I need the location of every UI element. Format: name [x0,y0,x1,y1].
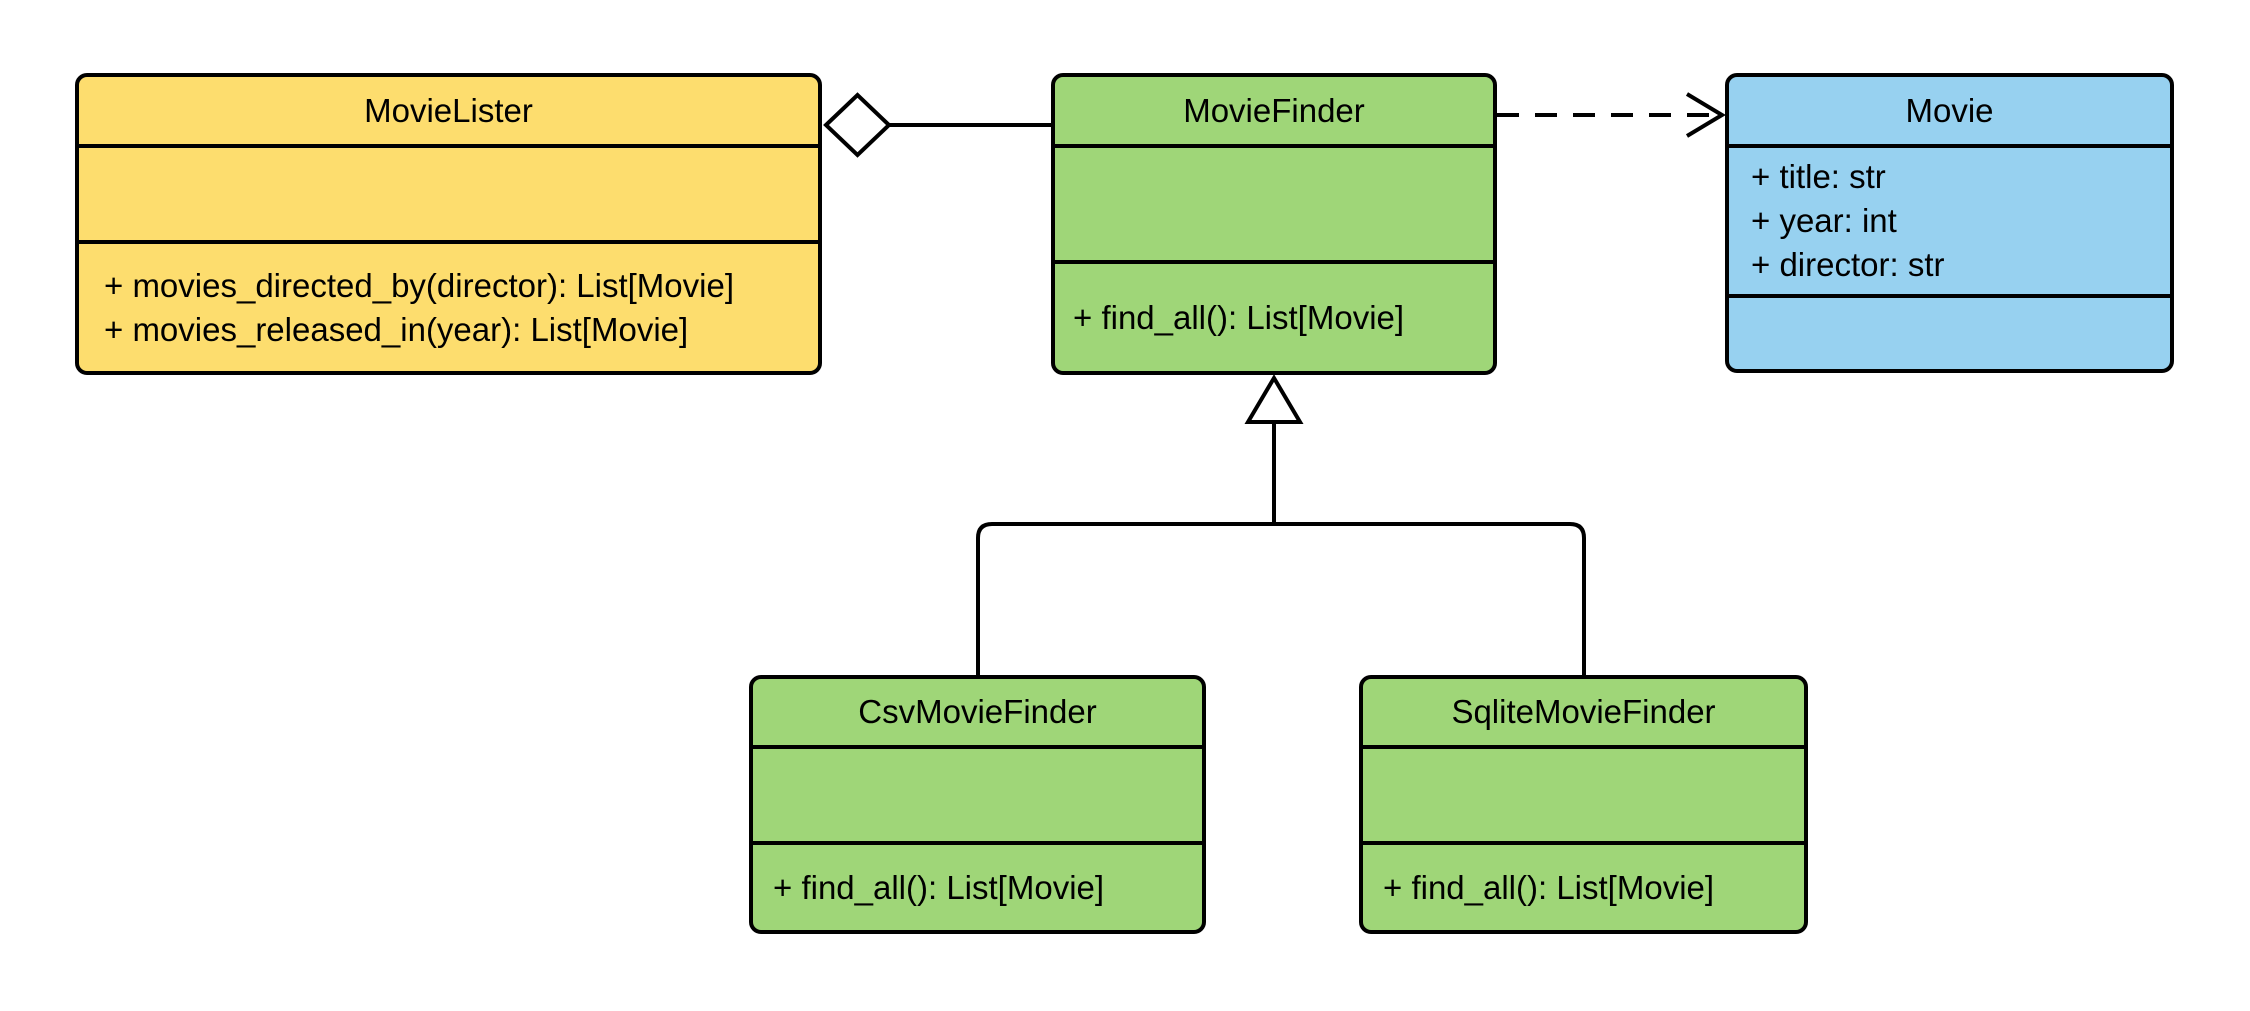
class-movielister-title: MovieLister [79,77,818,144]
class-movielister-attributes [79,144,818,240]
class-sqlitemoviefinder-title: SqliteMovieFinder [1363,679,1804,745]
attribute-item: + title: str [1751,158,1886,195]
method-item: + movies_directed_by(director): List[Mov… [104,266,734,304]
method-item: + find_all(): List[Movie] [773,868,1105,906]
class-movie-attributes: + title: str + year: int + director: str [1729,144,2170,294]
method-item: + movies_released_in(year): List[Movie] [104,310,689,348]
class-sqlitemoviefinder-attributes [1363,745,1804,841]
method-item: + find_all(): List[Movie] [1383,868,1715,906]
class-name: MovieLister [364,91,533,129]
class-name: CsvMovieFinder [858,693,1097,730]
attribute-item: + year: int [1751,202,1897,239]
class-movie-title: Movie [1729,77,2170,144]
class-sqlitemoviefinder: SqliteMovieFinder + find_all(): List[Mov… [1359,675,1808,934]
class-moviefinder-attributes [1055,144,1493,260]
aggregation-diamond-icon [823,92,892,158]
class-movielister: MovieLister + movies_directed_by(directo… [75,73,822,375]
class-movie: Movie + title: str + year: int + directo… [1725,73,2174,373]
class-moviefinder-title: MovieFinder [1055,77,1493,144]
class-name: MovieFinder [1183,91,1365,129]
class-moviefinder-methods: + find_all(): List[Movie] [1055,260,1493,371]
method-item: + find_all(): List[Movie] [1073,298,1405,336]
class-moviefinder: MovieFinder + find_all(): List[Movie] [1051,73,1497,375]
class-movie-methods [1729,294,2170,369]
class-csvmoviefinder-title: CsvMovieFinder [753,679,1202,745]
dependency-arrowhead-icon [1685,92,1726,138]
class-csvmoviefinder-methods: + find_all(): List[Movie] [753,841,1202,930]
class-movielister-methods: + movies_directed_by(director): List[Mov… [79,240,818,371]
class-name: Movie [1905,91,1994,129]
class-csvmoviefinder: CsvMovieFinder + find_all(): List[Movie] [749,675,1206,934]
class-name: SqliteMovieFinder [1451,693,1716,730]
class-csvmoviefinder-attributes [753,745,1202,841]
class-sqlitemoviefinder-methods: + find_all(): List[Movie] [1363,841,1804,930]
inheritance-triangle-icon [1244,374,1304,424]
inheritance-branches [976,522,1586,676]
attribute-item: + director: str [1751,246,1945,283]
